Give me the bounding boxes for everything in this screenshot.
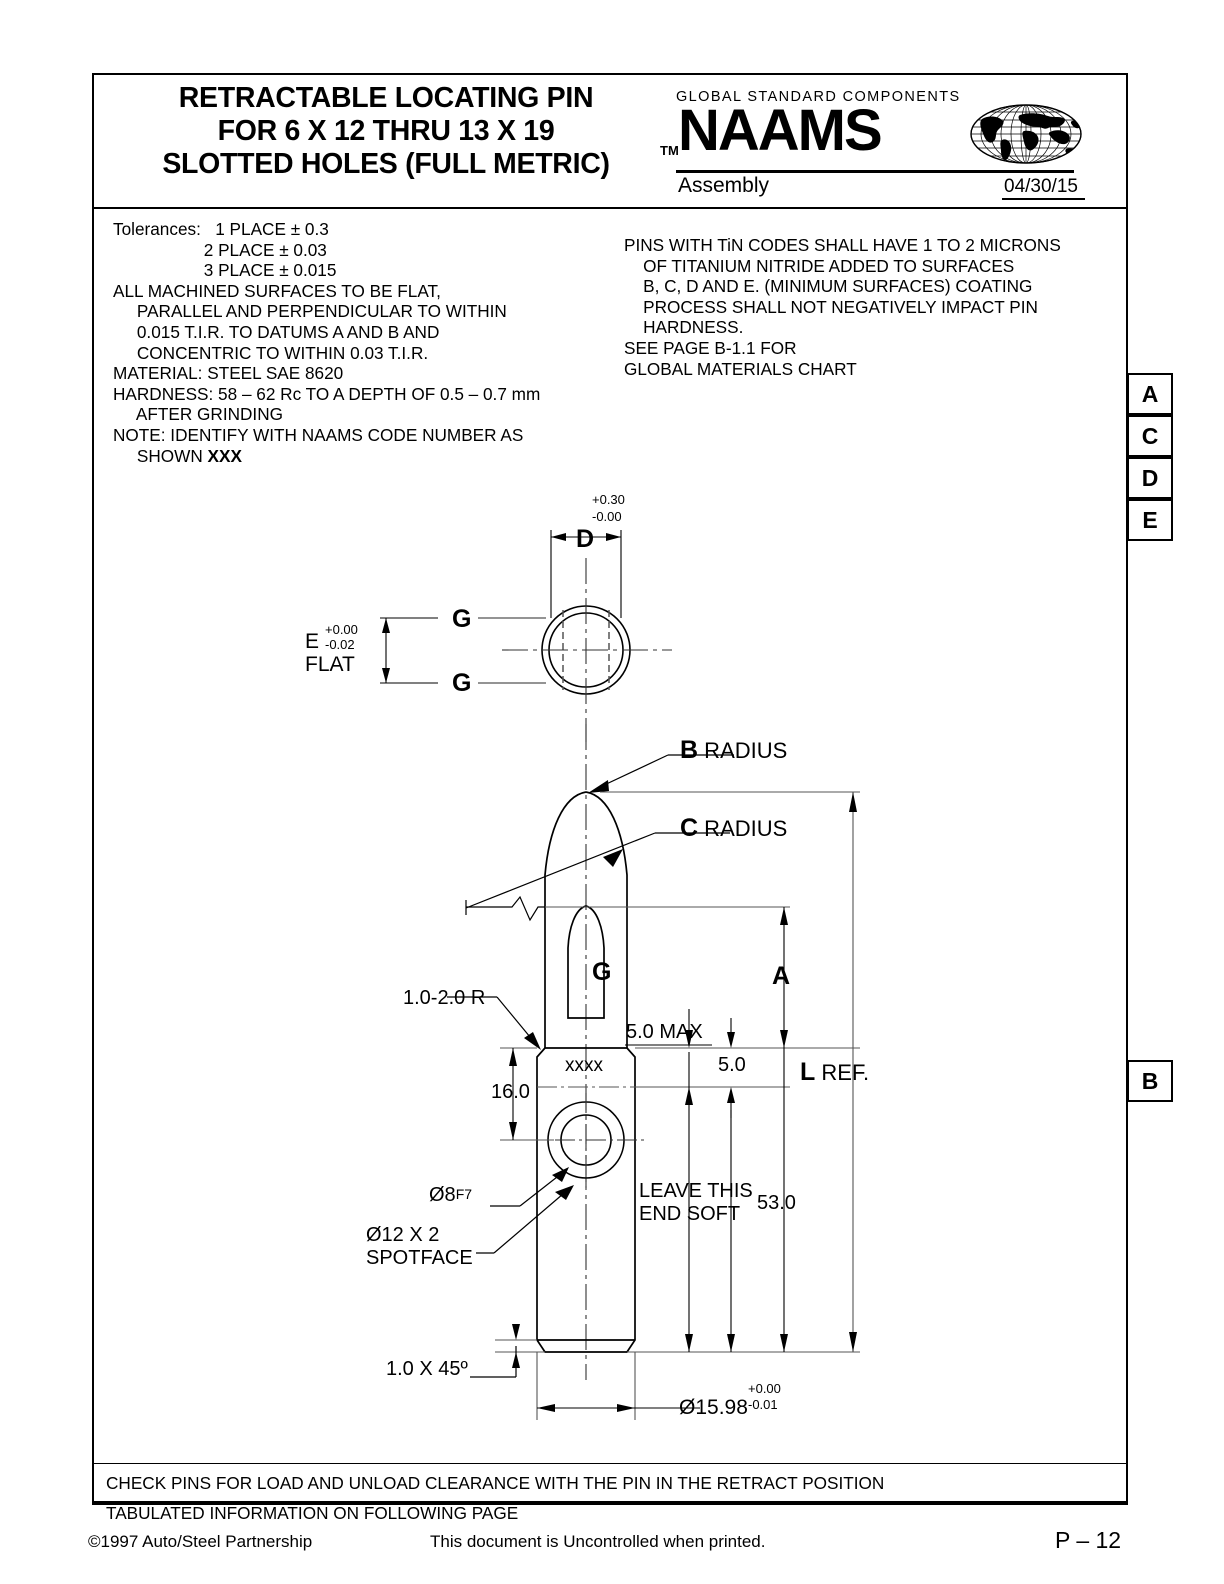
- spotface-callout-line-2: SPOTFACE: [366, 1247, 473, 1269]
- datum-tab-a: A: [1127, 373, 1173, 415]
- d-tolerance-lower: -0.00: [592, 509, 622, 524]
- c-radius-leader: [465, 832, 656, 909]
- fiftythree-label: 53.0: [757, 1192, 796, 1214]
- d-label: D: [576, 525, 595, 553]
- globe-icon: [970, 104, 1082, 164]
- c-radius-letter: C: [680, 814, 699, 842]
- nose-profile-left: [544, 791, 587, 1048]
- drawing-frame: [92, 73, 1128, 1503]
- brand-subtitle: Assembly: [678, 174, 770, 197]
- chamfer-callout: 1.0 X 45º: [386, 1358, 468, 1380]
- datum-tab-b: B: [1127, 1060, 1173, 1102]
- l-ref-arrowheads: [849, 792, 857, 1352]
- revision-date-underline: [1002, 198, 1085, 200]
- datum-tab-d-label: D: [1141, 464, 1159, 491]
- sixteen-label: 16.0: [491, 1081, 530, 1103]
- five-lower-arrowhead: [727, 1334, 735, 1352]
- outer-diameter-tol-lower: -0.01: [748, 1397, 778, 1412]
- fiftythree-arrowheads: [685, 1334, 693, 1352]
- datum-tab-d: D: [1127, 457, 1173, 499]
- e-tolerance-lower: -0.02: [325, 637, 355, 652]
- corner-radius-label: 1.0-2.0 R: [403, 987, 486, 1009]
- outer-diameter-tol-upper: +0.00: [748, 1381, 781, 1396]
- l-ref-text: REF.: [815, 1060, 870, 1085]
- title-block-divider: [92, 207, 1128, 209]
- c-radius-callout: C RADIUS: [680, 814, 787, 843]
- datum-tab-c-label: C: [1141, 422, 1159, 449]
- marking-label: xxxx: [565, 1055, 603, 1076]
- bottom-note-line-2-wrap: TABULATED INFORMATION ON FOLLOWING PAGE: [106, 1503, 519, 1523]
- nose-profile-right: [585, 791, 628, 1048]
- sheet-title: RETRACTABLE LOCATING PIN FOR 6 X 12 THRU…: [96, 82, 676, 181]
- leave-soft-line-1: LEAVE THIS: [639, 1180, 753, 1202]
- outer-diameter-callout: Ø15.98: [679, 1396, 748, 1419]
- datum-tab-a-label: A: [1141, 380, 1159, 407]
- a-dimension-label: A: [772, 962, 791, 990]
- d-tolerance-upper: +0.30: [592, 492, 625, 507]
- d-arrowheads: [551, 533, 621, 541]
- datum-tab-c: C: [1127, 415, 1173, 457]
- leave-soft-line-2: END SOFT: [639, 1203, 741, 1225]
- b-radius-callout: B RADIUS: [680, 736, 787, 765]
- datum-tab-e-label: E: [1142, 506, 1158, 533]
- footer-copyright: ©1997 Auto/Steel Partnership: [88, 1532, 313, 1551]
- hole-fit-class: F7: [455, 1186, 473, 1202]
- datum-tab-b-label: B: [1141, 1067, 1159, 1094]
- brand-underline: [676, 170, 1074, 173]
- e-arrowheads: [382, 618, 390, 683]
- bottom-notes-divider: [92, 1463, 1128, 1464]
- l-ref-letter: L: [800, 1058, 816, 1086]
- g-label-lower: G: [452, 669, 472, 697]
- notes-left-block: Tolerances: 1 PLACE ± 0.3 2 PLACE ± 0.03…: [113, 219, 593, 466]
- five-arrowheads: [727, 1032, 735, 1103]
- dia-arrowheads: [537, 1404, 635, 1412]
- e-label: E: [305, 630, 320, 653]
- sheet-title-line-1: RETRACTABLE LOCATING PIN: [178, 82, 594, 114]
- notes-right-block: PINS WITH TiN CODES SHALL HAVE 1 TO 2 MI…: [624, 235, 1061, 379]
- revision-date: 04/30/15: [1004, 176, 1078, 197]
- naams-logo-text: NAAMS: [678, 98, 883, 163]
- g-label-upper: G: [452, 605, 472, 633]
- hole-dia-arrowhead: [552, 1167, 569, 1182]
- five-max-label: 5.0 MAX: [626, 1021, 703, 1043]
- notes-left-code: XXX: [207, 445, 242, 466]
- b-radius-text: RADIUS: [698, 738, 788, 763]
- footer-divider: [92, 1503, 1128, 1505]
- footer-page-number: P – 12: [1055, 1527, 1122, 1553]
- bottom-note-line-1: CHECK PINS FOR LOAD AND UNLOAD CLEARANCE…: [106, 1473, 885, 1493]
- spotface-leader: [493, 1187, 571, 1254]
- trademark-mark: TM: [660, 143, 679, 158]
- c-radius-arrowhead: [603, 849, 623, 867]
- hole-diameter-value: Ø8: [429, 1184, 456, 1206]
- notes-left-text: Tolerances: 1 PLACE ± 0.3 2 PLACE ± 0.03…: [113, 219, 541, 466]
- b-radius-arrowhead: [588, 780, 609, 793]
- e-tolerance-upper: +0.00: [325, 622, 358, 637]
- g-slot-label: G: [592, 958, 612, 986]
- l-ref-label: L REF.: [800, 1058, 869, 1087]
- sixteen-arrowheads: [509, 1048, 517, 1140]
- corner-radius-arrowhead: [524, 1032, 541, 1050]
- c-radius-text: RADIUS: [698, 816, 788, 841]
- flat-label: FLAT: [305, 653, 355, 676]
- spotface-arrowhead: [555, 1185, 574, 1200]
- five-label: 5.0: [718, 1054, 746, 1076]
- brand-tagline: GLOBAL STANDARD COMPONENTS: [676, 89, 961, 105]
- b-radius-leader: [599, 754, 669, 788]
- spotface-callout-line-1: Ø12 X 2: [366, 1224, 440, 1246]
- hole-diameter-callout: Ø8F7: [429, 1184, 472, 1207]
- sheet-title-line-3: SLOTTED HOLES (FULL METRIC): [162, 148, 610, 180]
- break-line: [466, 895, 545, 922]
- footer-center-text: This document is Uncontrolled when print…: [430, 1532, 766, 1551]
- a-arrowheads: [780, 907, 788, 1048]
- b-radius-letter: B: [680, 736, 699, 764]
- nose-flat-outline: [567, 905, 605, 1019]
- a-lower-arrowhead: [780, 1334, 788, 1352]
- datum-tab-e: E: [1127, 499, 1173, 541]
- sheet-title-line-2: FOR 6 X 12 THRU 13 X 19: [217, 115, 555, 147]
